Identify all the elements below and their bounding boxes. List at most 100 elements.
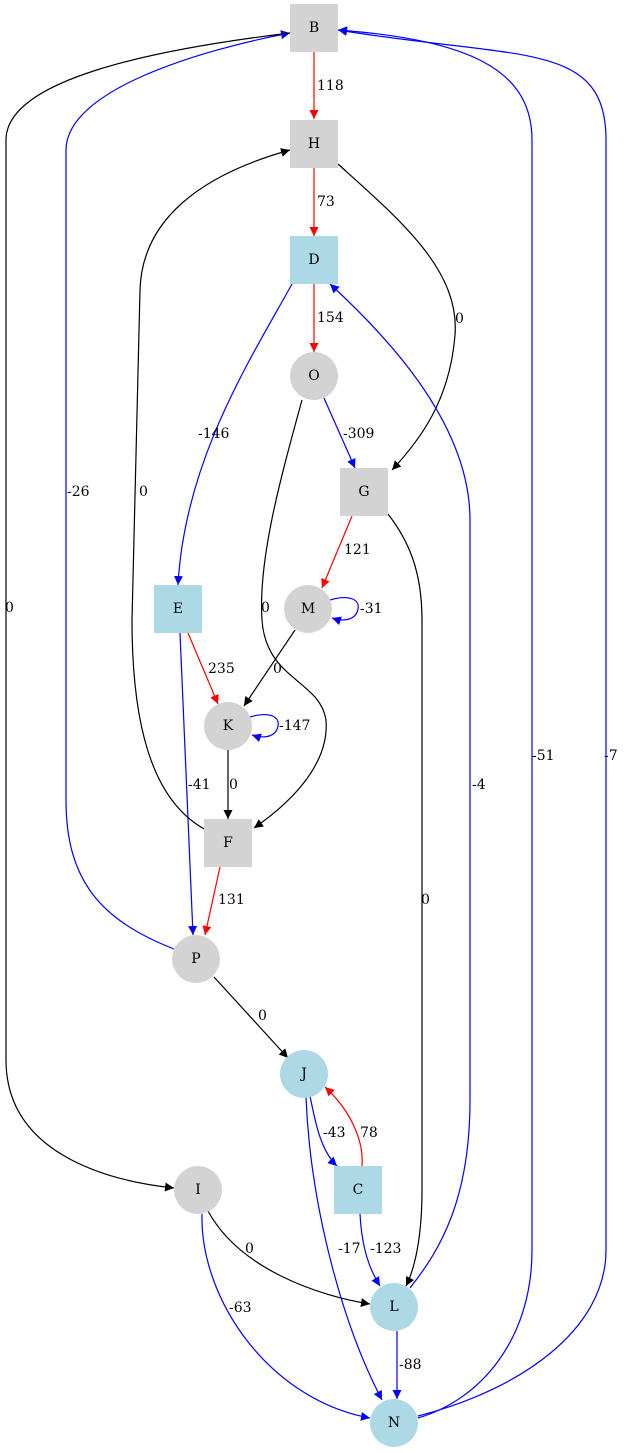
- edge-b-h: 118: [309, 52, 344, 119]
- edge-k-k: -147: [249, 714, 310, 743]
- edge-p-b: -26: [65, 30, 291, 950]
- node-p: P: [172, 935, 220, 983]
- edge-e-k: 235: [187, 632, 235, 705]
- edge-line: [309, 1095, 338, 1167]
- edge-line: [324, 1086, 363, 1167]
- edge-f-p: 131: [202, 866, 245, 936]
- edge-k-f: 0: [223, 749, 238, 819]
- edge-line: [337, 26, 533, 1419]
- edge-line: [329, 597, 359, 626]
- edge-weight-label: 0: [455, 311, 464, 327]
- edge-weight-label: 0: [245, 1241, 254, 1257]
- node-b: B: [290, 4, 338, 52]
- edge-line: [337, 163, 456, 471]
- node-label: B: [309, 20, 319, 36]
- node-circle: [284, 585, 332, 633]
- edge-weight-label: -41: [188, 777, 211, 793]
- edge-line: [337, 27, 607, 1417]
- node-box: [334, 1166, 382, 1214]
- edge-line: [305, 1096, 383, 1401]
- edge-h-g: 0: [337, 163, 464, 471]
- edge-line: [131, 148, 291, 831]
- node-label: F: [223, 835, 233, 851]
- edge-n-b-inner: -51: [337, 26, 555, 1419]
- edges-layer: 118730154-146-30901210-310235-41-1470013…: [5, 26, 618, 1421]
- edge-weight-label: -4: [472, 777, 486, 793]
- node-c: C: [334, 1166, 382, 1214]
- edge-weight-label: 78: [360, 1125, 378, 1141]
- node-i: I: [174, 1166, 222, 1214]
- edge-line: [65, 30, 291, 950]
- edge-o-g: -309: [323, 397, 374, 469]
- edge-weight-label: 0: [258, 1008, 267, 1024]
- edge-line: [179, 632, 198, 936]
- edge-m-k: 0: [243, 629, 296, 707]
- node-k: K: [204, 702, 252, 750]
- edge-weight-label: -31: [360, 601, 383, 617]
- edge-d-e: -146: [174, 283, 293, 586]
- edge-line: [202, 866, 221, 936]
- node-label: N: [388, 1415, 400, 1431]
- edge-d-o: 154: [309, 284, 344, 352]
- edge-weight-label: -88: [399, 1357, 422, 1373]
- node-h: H: [290, 120, 338, 168]
- edge-weight-label: -309: [343, 426, 374, 442]
- edge-line: [213, 976, 289, 1059]
- edge-line: [174, 283, 293, 586]
- edge-i-l: 0: [207, 1210, 371, 1308]
- edge-weight-label: -26: [67, 484, 90, 500]
- edge-weight-label: 154: [317, 310, 344, 326]
- edge-o-f: 0: [253, 399, 327, 829]
- edge-g-m: 121: [321, 515, 371, 589]
- node-circle: [370, 1283, 418, 1331]
- node-label: G: [358, 484, 369, 500]
- edge-line: [5, 32, 291, 1192]
- edge-line: [387, 513, 423, 1287]
- edge-weight-label: -63: [229, 1300, 252, 1316]
- edge-weight-label: 118: [317, 78, 344, 94]
- node-circle: [174, 1166, 222, 1214]
- node-circle: [290, 352, 338, 400]
- node-e: E: [154, 585, 202, 633]
- edge-line: [359, 1213, 381, 1287]
- edge-weight-label: -17: [338, 1241, 361, 1257]
- edge-weight-label: 121: [344, 542, 371, 558]
- node-label: P: [191, 951, 200, 967]
- edge-weight-label: -123: [370, 1241, 401, 1257]
- node-circle: [370, 1399, 418, 1447]
- edge-weight-label: -7: [604, 748, 618, 764]
- edge-h-d: 73: [309, 168, 335, 236]
- node-label: J: [299, 1066, 307, 1082]
- edge-weight-label: -147: [279, 718, 310, 734]
- node-label: H: [308, 136, 320, 152]
- edge-l-n: -88: [392, 1331, 422, 1399]
- node-label: M: [301, 601, 315, 617]
- edge-f-h: 0: [131, 148, 291, 831]
- edge-line: [243, 629, 296, 707]
- node-n: N: [370, 1399, 418, 1447]
- node-f: F: [204, 819, 252, 867]
- node-box: [340, 468, 388, 516]
- node-o: O: [290, 352, 338, 400]
- node-label: L: [389, 1299, 398, 1315]
- edge-weight-label: 73: [317, 194, 335, 210]
- node-j: J: [280, 1050, 328, 1098]
- edge-n-b-outer: -7: [337, 27, 618, 1417]
- edge-e-p: -41: [179, 632, 211, 936]
- edge-weight-label: -146: [198, 426, 230, 442]
- edge-c-l: -123: [359, 1213, 401, 1287]
- edge-line: [329, 283, 471, 1289]
- edge-line: [323, 397, 356, 469]
- edge-weight-label: 0: [139, 484, 148, 500]
- node-g: G: [340, 468, 388, 516]
- node-label: I: [195, 1182, 201, 1198]
- edge-p-j: 0: [213, 976, 289, 1059]
- edge-line: [249, 714, 279, 743]
- edge-weight-label: -43: [323, 1125, 346, 1141]
- node-label: K: [223, 718, 234, 734]
- edge-weight-label: 0: [5, 600, 14, 616]
- edge-weight-label: 0: [261, 600, 270, 616]
- node-label: E: [173, 601, 183, 617]
- edge-weight-label: -51: [532, 748, 555, 764]
